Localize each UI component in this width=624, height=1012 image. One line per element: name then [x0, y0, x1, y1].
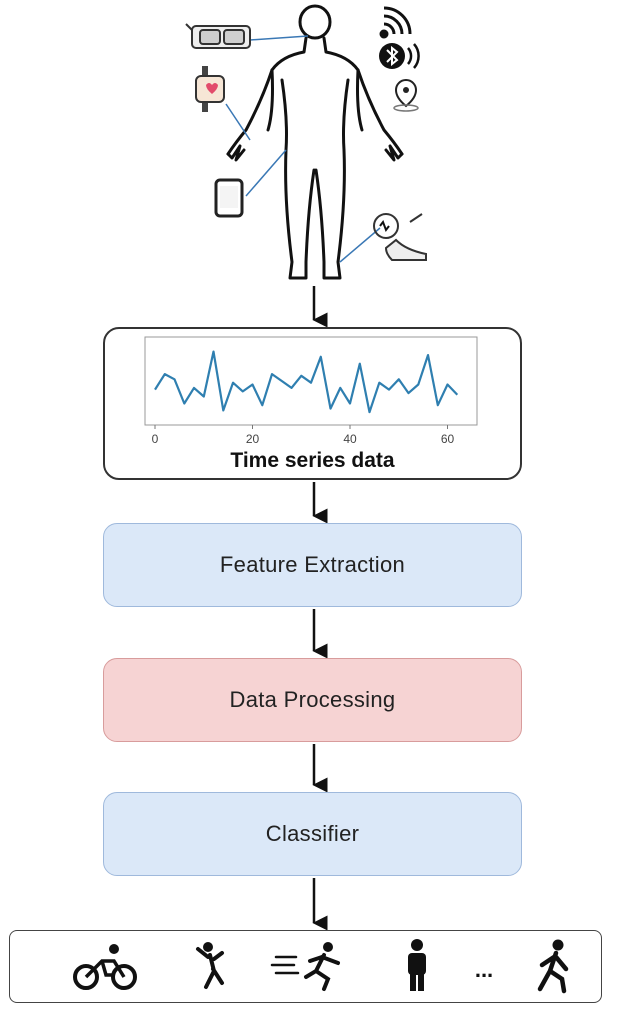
x-tick-label: 0 [152, 432, 159, 446]
x-tick-label: 60 [441, 432, 455, 446]
human-body-icon [226, 4, 404, 280]
feature-extraction-box: Feature Extraction [103, 523, 522, 607]
wifi-icon [379, 6, 412, 39]
smartwatch-icon [195, 66, 225, 112]
bluetooth-icon [379, 43, 420, 69]
cycling-icon [73, 944, 137, 990]
smart-shoe-icon [373, 213, 427, 261]
smartphone-icon [214, 178, 244, 218]
ellipsis-text: ... [475, 957, 493, 982]
x-tick-label: 40 [343, 432, 357, 446]
data-processing-box: Data Processing [103, 658, 522, 742]
x-tick-label: 20 [246, 432, 260, 446]
running-icon [270, 942, 340, 991]
jumping-icon [196, 942, 224, 989]
signal-line [154, 350, 459, 414]
walking-icon [537, 939, 569, 994]
classifier-box: Classifier [103, 792, 522, 876]
location-pin-icon [393, 78, 419, 112]
sensor-illustration [185, 4, 427, 280]
activity-icons: ... [73, 939, 569, 994]
smart-glasses-icon [185, 23, 251, 49]
activity-strip: ... [9, 930, 602, 1003]
time-series-panel: 0 20 40 60 [103, 327, 522, 480]
time-series-chart: 0 20 40 60 [144, 336, 478, 446]
standing-icon [408, 939, 426, 991]
time-series-label: Time series data [230, 449, 395, 472]
